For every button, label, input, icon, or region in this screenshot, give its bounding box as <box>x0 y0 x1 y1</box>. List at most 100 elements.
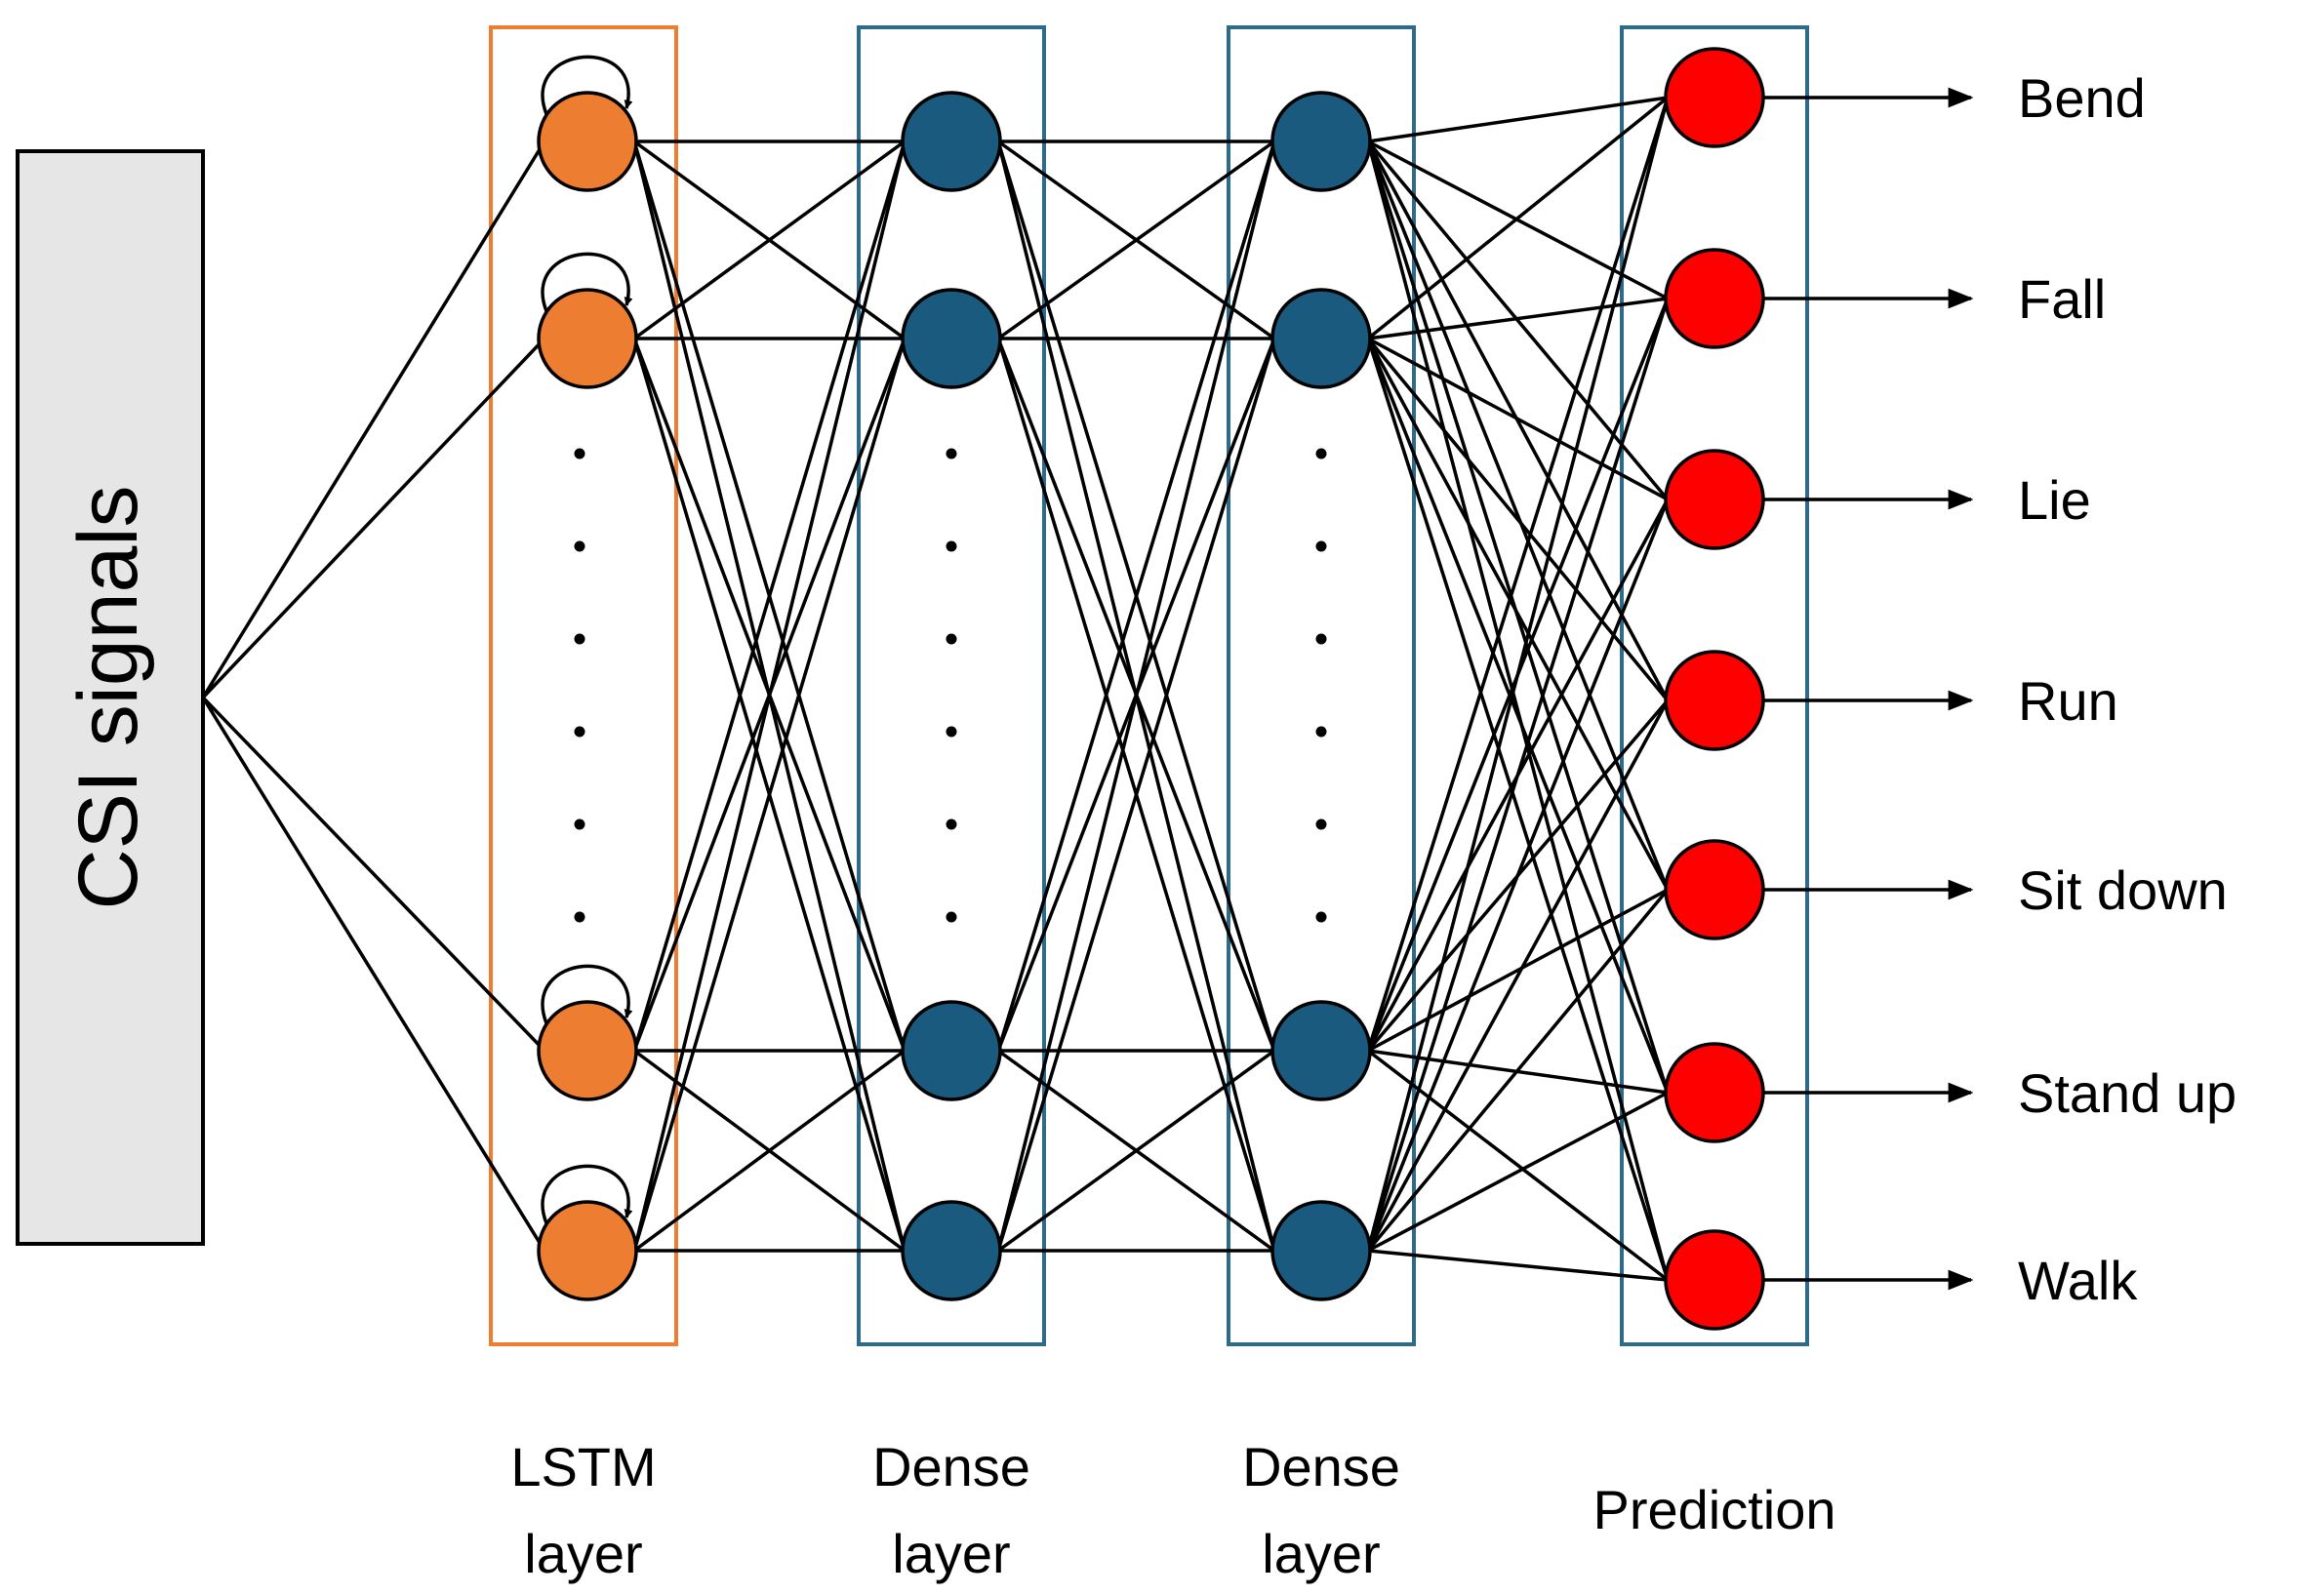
edge-l0-3-2 <box>632 1049 907 1253</box>
output-label-4: Sit down <box>2018 859 2228 921</box>
prediction-node-4 <box>1664 839 1765 940</box>
output-label-0: Bend <box>2018 67 2146 129</box>
dense1-node-1 <box>901 288 1002 389</box>
prediction-node-3 <box>1664 650 1765 751</box>
edge-l2-3-1 <box>1366 298 1670 1252</box>
ellipsis-dot-1-5 <box>946 911 957 923</box>
ellipsis-dot-2-3 <box>1315 726 1327 738</box>
lstm-node-2 <box>537 1000 638 1101</box>
dense2-node-3 <box>1270 1200 1372 1301</box>
edge-l2-1-2 <box>1367 337 1669 501</box>
ellipsis-dot-0-2 <box>574 633 585 645</box>
edge-l1-3-1 <box>996 338 1276 1252</box>
output-label-2: Lie <box>2018 469 2091 531</box>
prediction-layer-box <box>1620 25 1809 1346</box>
dense-layer-2-box <box>1227 25 1416 1346</box>
prediction-node-5 <box>1664 1042 1765 1143</box>
lstm-layer-box <box>489 25 678 1346</box>
ellipsis-dot-2-5 <box>1315 911 1327 923</box>
edge-input-lstm-2 <box>201 696 546 1053</box>
output-label-3: Run <box>2018 670 2118 732</box>
recurrent-loop-0 <box>541 55 633 115</box>
ellipsis-dot-2-0 <box>1315 448 1327 459</box>
output-label-1: Fall <box>2018 268 2106 330</box>
dense-layer-1-label-line2: layer <box>892 1523 1010 1584</box>
edge-l2-0-4 <box>1366 140 1670 891</box>
dense2-node-2 <box>1270 1000 1372 1101</box>
ellipsis-dot-2-4 <box>1315 818 1327 830</box>
edge-l2-3-2 <box>1366 499 1670 1252</box>
output-label-5: Stand up <box>2018 1062 2237 1124</box>
dense-layer-2-label-line2: layer <box>1262 1523 1380 1584</box>
ellipsis-dot-1-4 <box>946 818 957 830</box>
dense2-node-1 <box>1270 288 1372 389</box>
recurrent-loop-3 <box>541 1164 633 1224</box>
edge-l1-1-0 <box>996 140 1276 340</box>
edge-l2-1-4 <box>1366 338 1670 891</box>
dense1-node-2 <box>901 1000 1002 1101</box>
prediction-layer-label: Prediction <box>1592 1479 1835 1540</box>
edge-l2-3-6 <box>1367 1249 1669 1282</box>
edge-input-lstm-0 <box>201 140 546 698</box>
lstm-layer-label-line2: layer <box>524 1523 642 1584</box>
edge-l2-0-0 <box>1367 96 1669 143</box>
input-box <box>16 149 205 1246</box>
ellipsis-dot-1-2 <box>946 633 957 645</box>
ellipsis-dot-2-1 <box>1315 540 1327 552</box>
prediction-node-2 <box>1664 449 1765 550</box>
edge-l2-3-4 <box>1366 888 1670 1253</box>
prediction-node-1 <box>1664 248 1765 349</box>
ellipsis-dot-0-1 <box>574 540 585 552</box>
connections <box>201 96 1670 1282</box>
ellipsis-dot-0-3 <box>574 726 585 738</box>
output-arrows <box>1763 87 1974 1291</box>
output-label-6: Walk <box>2018 1250 2138 1311</box>
prediction-node-0 <box>1664 47 1765 148</box>
edge-l2-2-4 <box>1367 888 1669 1053</box>
edge-l2-0-2 <box>1366 140 1670 501</box>
edge-l2-1-0 <box>1366 96 1670 340</box>
dense-layer-1-box <box>857 25 1046 1346</box>
layer-labels: LSTM layer Dense layer Dense layer Predi… <box>510 1436 1835 1584</box>
ellipsis-dot-1-1 <box>946 540 957 552</box>
lstm-node-3 <box>537 1200 638 1301</box>
edge-l2-1-1 <box>1367 297 1669 340</box>
ellipsis-dots <box>574 448 1327 923</box>
edge-l1-3-0 <box>996 140 1276 1252</box>
edge-l1-2-0 <box>996 140 1276 1052</box>
prediction-node-6 <box>1664 1229 1765 1331</box>
edge-l2-1-6 <box>1366 338 1670 1281</box>
ellipsis-dot-1-0 <box>946 448 957 459</box>
ellipsis-dot-0-4 <box>574 818 585 830</box>
dense2-node-0 <box>1270 91 1372 192</box>
edge-l0-1-0 <box>632 140 907 340</box>
dense-layer-1-label-line1: Dense <box>872 1436 1030 1497</box>
lstm-node-1 <box>537 288 638 389</box>
dense1-node-0 <box>901 91 1002 192</box>
edge-l2-3-3 <box>1366 699 1670 1252</box>
recurrent-loop-2 <box>541 964 633 1024</box>
ellipsis-dot-1-3 <box>946 726 957 738</box>
recurrent-loop-1 <box>541 252 633 312</box>
lstm-node-0 <box>537 91 638 192</box>
ellipsis-dot-0-5 <box>574 911 585 923</box>
edge-l2-2-0 <box>1366 97 1670 1052</box>
dense-layer-2-label-line1: Dense <box>1242 1436 1400 1497</box>
input-block: CSI signals <box>16 149 205 1246</box>
dense1-node-3 <box>901 1200 1002 1301</box>
ellipsis-dot-2-2 <box>1315 633 1327 645</box>
edge-l2-3-5 <box>1367 1091 1669 1253</box>
edge-l2-1-3 <box>1366 337 1670 702</box>
nodes <box>537 47 1765 1331</box>
edge-input-lstm-1 <box>201 337 546 699</box>
layer-boxes <box>489 25 1809 1346</box>
edge-l1-3-2 <box>996 1049 1276 1253</box>
edge-l0-2-0 <box>632 140 907 1052</box>
edge-l2-0-3 <box>1366 140 1670 701</box>
edge-input-lstm-3 <box>201 697 546 1252</box>
edge-l0-3-0 <box>632 140 907 1252</box>
input-label: CSI signals <box>61 486 155 910</box>
lstm-layer-label-line1: LSTM <box>510 1436 656 1497</box>
